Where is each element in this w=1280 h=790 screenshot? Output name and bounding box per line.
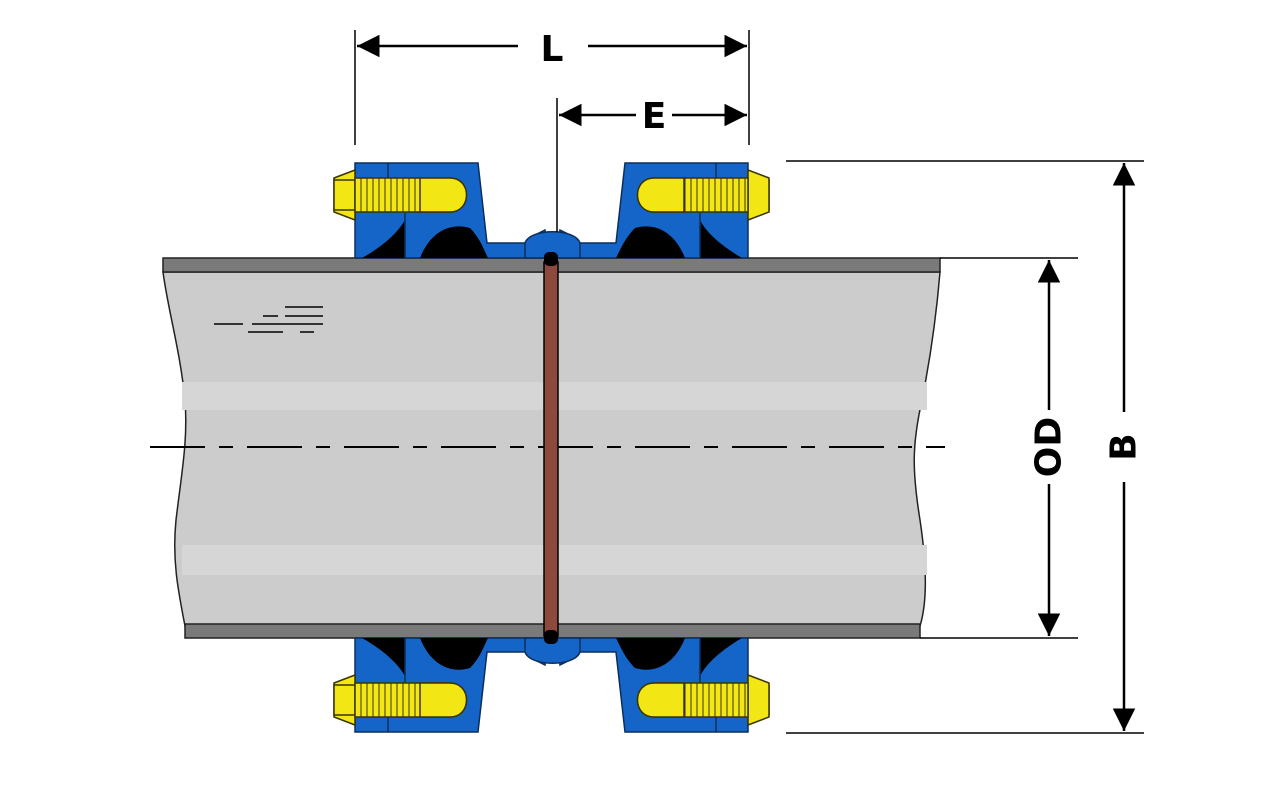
dimension-od: OD — [920, 257, 1078, 639]
gasket-lip-bottom-right — [700, 638, 742, 676]
coupling-bottom-right — [556, 637, 770, 733]
pipe-flow-lines — [214, 306, 323, 333]
dimension-label-od: OD — [1029, 417, 1070, 478]
gasket-lip-bottom-left — [362, 638, 405, 676]
dimension-l: L — [354, 29, 750, 145]
gasket-lip-top-left — [362, 220, 405, 258]
dimension-label-l: L — [541, 29, 564, 70]
dimension-b: B — [786, 160, 1145, 734]
coupling-top-left — [333, 162, 549, 259]
center-sleeve-top — [524, 231, 581, 259]
hex-nut-icon — [747, 168, 770, 222]
gasket-bottom-left — [420, 638, 488, 670]
gasket-lip-top-right — [700, 220, 742, 258]
bolt-bottom-left — [333, 673, 468, 727]
gasket-bottom-right — [616, 638, 685, 670]
dimension-label-e: E — [642, 96, 667, 137]
gasket-top-left — [420, 226, 488, 258]
hex-nut-icon — [747, 673, 770, 727]
bolt-top-left — [333, 168, 468, 222]
gasket-top-right — [616, 226, 685, 258]
center-ring — [543, 252, 559, 644]
dimension-label-b: B — [1104, 433, 1145, 460]
coupling-bottom-left — [333, 637, 549, 733]
coupling-top-right — [556, 162, 770, 259]
bolt-top-right — [636, 168, 770, 222]
bolt-bottom-right — [636, 673, 770, 727]
center-sleeve-bottom — [524, 637, 581, 664]
dimension-e: E — [556, 96, 747, 232]
